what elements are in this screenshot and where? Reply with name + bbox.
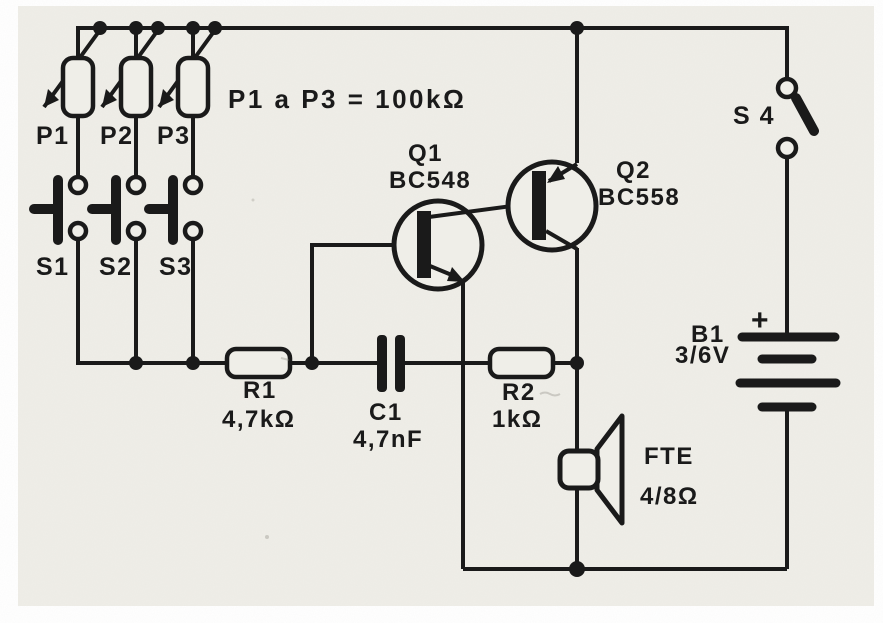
- q1-part-label: BC548: [389, 167, 471, 194]
- q2-part-label: BC558: [598, 184, 680, 211]
- s3-bottom-contact: [182, 220, 204, 242]
- p1-label: P1: [36, 122, 70, 150]
- junction-dot: [93, 21, 107, 35]
- battery-value-label: 3/6V: [675, 342, 730, 369]
- junction-dot: [570, 21, 584, 35]
- s1-to-bus-wire: [76, 238, 227, 365]
- c1-left-plate: [377, 335, 387, 392]
- speaker-value-label: 4/8Ω: [640, 483, 699, 510]
- s2-bottom-contact: [125, 220, 147, 242]
- switch-s4: [775, 76, 819, 160]
- switch-s1: [29, 174, 89, 245]
- q2-collector-lead: [544, 229, 579, 251]
- capacitor-c1: [377, 335, 405, 392]
- p3-wiper-arrow-icon: [159, 89, 174, 107]
- potentiometer-p2: [102, 55, 154, 119]
- potentiometer-p3: [159, 55, 211, 119]
- s1-top-contact: [67, 174, 89, 196]
- junction-dot: [186, 356, 200, 370]
- r2-value-label: 1kΩ: [492, 406, 542, 433]
- p1-body: [60, 55, 96, 119]
- resistor-r1-body: [224, 346, 293, 380]
- transistor-q2: [505, 159, 599, 253]
- q1-base-riser-wire: [310, 243, 417, 363]
- s4-lever: [791, 93, 819, 136]
- p1-wiper-arrow-icon: [44, 89, 59, 107]
- s1-bottom-contact: [67, 220, 89, 242]
- speaker-ref-label: FTE: [644, 443, 694, 470]
- q1-emitter-arrow-icon: [447, 267, 465, 282]
- s2-label: S2: [99, 253, 133, 281]
- q2-envelope: [505, 159, 599, 253]
- q1-base-bar: [417, 211, 431, 278]
- p3-body: [175, 55, 211, 119]
- c1-value-label: 4,7nF: [353, 426, 423, 453]
- scan-smudge: [539, 391, 561, 397]
- s3-top-contact: [182, 174, 204, 196]
- q1-ref-label: Q1: [408, 140, 443, 167]
- speaker-fte: [557, 413, 625, 526]
- junction-dot: [129, 21, 143, 35]
- s1-label: S1: [36, 253, 70, 281]
- q2-ref-label: Q2: [616, 157, 651, 184]
- scan-speck: [251, 198, 255, 202]
- s4-bottom-contact: [775, 136, 799, 160]
- scan-speck: [265, 535, 269, 539]
- q2-base-bar: [532, 171, 546, 240]
- q1-envelope: [391, 198, 485, 292]
- junction-dot: [129, 356, 143, 370]
- p2-label: P2: [100, 122, 134, 150]
- junction-dot: [570, 356, 584, 370]
- switch-s2: [87, 174, 147, 245]
- wires: [42, 26, 789, 571]
- q2-emitter-arrow-icon: [547, 166, 565, 183]
- battery-plus-sign: +: [751, 304, 769, 337]
- p3-label: P3: [157, 122, 191, 150]
- s4-top-contact: [775, 76, 799, 100]
- p2-body: [118, 55, 154, 119]
- junction-dot: [305, 356, 319, 370]
- top-rail-wire: [76, 26, 789, 80]
- r2-ref-label: R2: [502, 379, 536, 406]
- r1-value-label: 4,7kΩ: [222, 406, 295, 433]
- resistor-r2-body: [487, 346, 556, 380]
- c1-ref-label: C1: [369, 399, 403, 426]
- transistor-q1: [391, 198, 535, 292]
- junction-dot: [151, 21, 165, 35]
- junction-dot: [208, 21, 222, 35]
- s3-label: S3: [159, 253, 193, 281]
- battery-b1: [735, 332, 841, 412]
- junction-dot: [186, 21, 200, 35]
- speaker-coil-body: [557, 448, 601, 491]
- p2-wiper-arrow-icon: [102, 89, 117, 107]
- r1-ref-label: R1: [243, 377, 277, 404]
- scan-artifacts: [251, 198, 561, 539]
- s2-top-contact: [125, 174, 147, 196]
- s4-label: S 4: [733, 102, 775, 130]
- switch-s3: [144, 174, 204, 245]
- junction-dots: [93, 21, 585, 577]
- battery-ref-label: B1: [691, 321, 725, 348]
- scan-speck: [280, 357, 290, 361]
- c1-right-plate: [395, 335, 405, 392]
- potentiometer-p1: [44, 55, 96, 119]
- junction-dot: [569, 561, 585, 577]
- pots-value-note: P1 a P3 = 100kΩ: [228, 84, 466, 114]
